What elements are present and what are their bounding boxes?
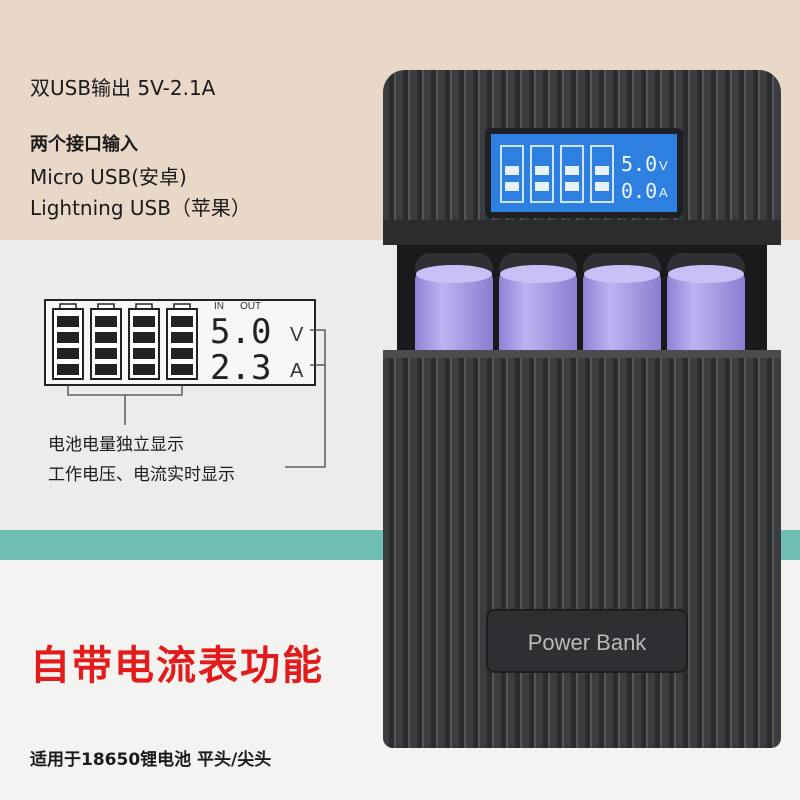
lcd-battery-icon — [52, 303, 84, 380]
device-battery-icon — [590, 145, 614, 203]
battery-display-caption: 电池电量独立显示 — [48, 435, 184, 455]
battery-cell — [415, 253, 493, 362]
device-voltage-value: 5.0 — [621, 152, 657, 176]
lcd-current-unit: A — [290, 360, 304, 382]
device-battery-icons — [500, 145, 614, 203]
power-bank-device: 5.0 V 0.0 A — [383, 70, 781, 748]
lcd-voltage-value: 5.0 — [210, 312, 271, 352]
lcd-battery-icon — [128, 303, 160, 380]
input-micro-usb-text: Micro USB(安卓) — [30, 165, 187, 189]
output-spec-text: 双USB输出 5V-2.1A — [30, 76, 216, 100]
device-lower-body — [383, 350, 781, 748]
battery-cell — [667, 253, 745, 362]
device-lcd-screen: 5.0 V 0.0 A — [485, 128, 683, 218]
battery-cell — [583, 253, 661, 362]
lcd-out-label: OUT — [240, 301, 261, 312]
device-battery-icon — [500, 145, 524, 203]
power-bank-label: Power Bank — [528, 630, 648, 655]
lcd-battery-icon — [90, 303, 122, 380]
lcd-current-value: 2.3 — [210, 348, 271, 388]
compatibility-text: 适用于18650锂电池 平头/尖头 — [30, 750, 272, 770]
lcd-battery-icon — [166, 303, 198, 380]
battery-cell — [499, 253, 577, 362]
input-title-text: 两个接口输入 — [30, 134, 138, 155]
leader-lines — [67, 329, 326, 468]
lcd-in-label: IN — [214, 301, 224, 312]
device-current-value: 0.0 — [621, 179, 657, 203]
device-battery-icon — [530, 145, 554, 203]
power-bank-badge: Power Bank — [486, 609, 688, 673]
lcd-diagram: IN OUT 5.0 V 2.3 A — [44, 299, 326, 468]
battery-compartment — [397, 245, 767, 362]
input-lightning-text: Lightning USB（苹果） — [30, 196, 251, 220]
device-battery-icon — [560, 145, 584, 203]
device-current-unit: A — [659, 185, 668, 200]
work-display-caption: 工作电压、电流实时显示 — [48, 465, 235, 485]
lcd-battery-icons — [52, 303, 198, 380]
device-voltage-unit: V — [659, 158, 668, 173]
feature-headline: 自带电流表功能 — [30, 643, 324, 689]
lcd-voltage-unit: V — [290, 324, 304, 346]
